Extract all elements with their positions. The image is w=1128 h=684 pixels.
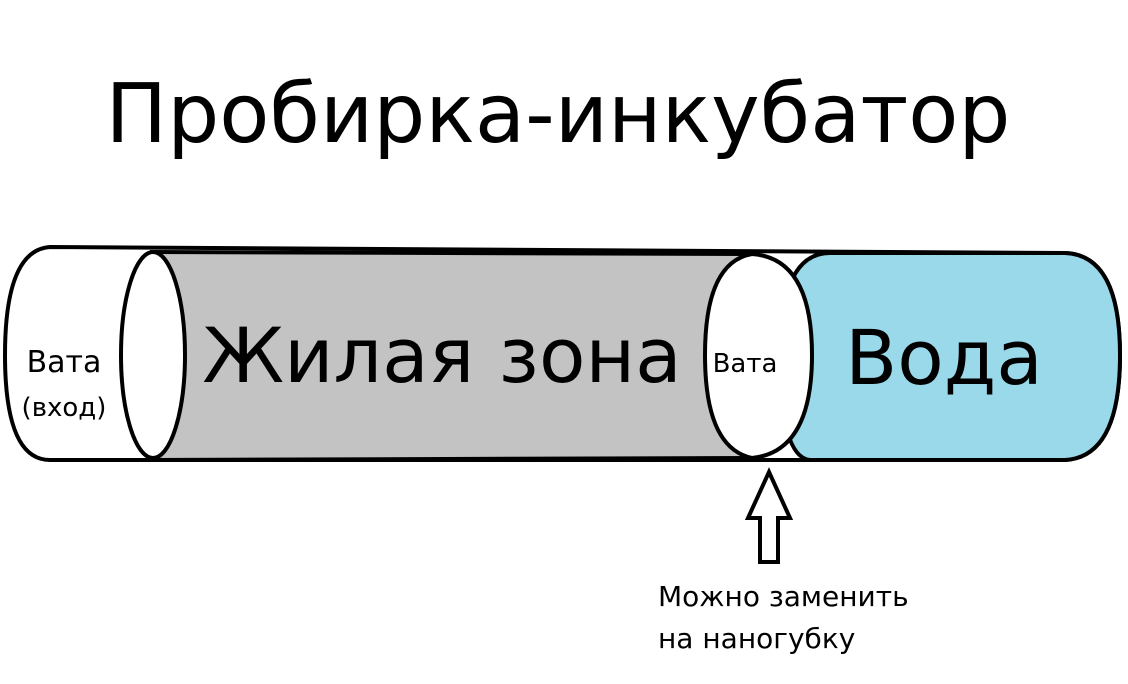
water-label: Вода [845, 313, 1043, 402]
inlet-cotton-plug [119, 250, 187, 460]
inlet-cotton-label: Вата [27, 345, 102, 380]
inlet-cotton-sublabel: (вход) [22, 393, 107, 423]
middle-cotton-label: Вата [713, 349, 778, 379]
living-zone-label: Жилая зона [202, 311, 681, 400]
replacement-note-line2: на наногубку [658, 622, 855, 655]
living-zone-bottom-edge [149, 456, 751, 462]
middle-cotton-plug [702, 251, 815, 461]
living-zone-top-edge [149, 250, 751, 256]
replacement-note-line1: Можно заменить [658, 580, 909, 613]
diagram-title: Пробирка-инкубатор [106, 67, 1011, 162]
living-zone [150, 252, 750, 460]
up-arrow-icon [744, 467, 794, 564]
